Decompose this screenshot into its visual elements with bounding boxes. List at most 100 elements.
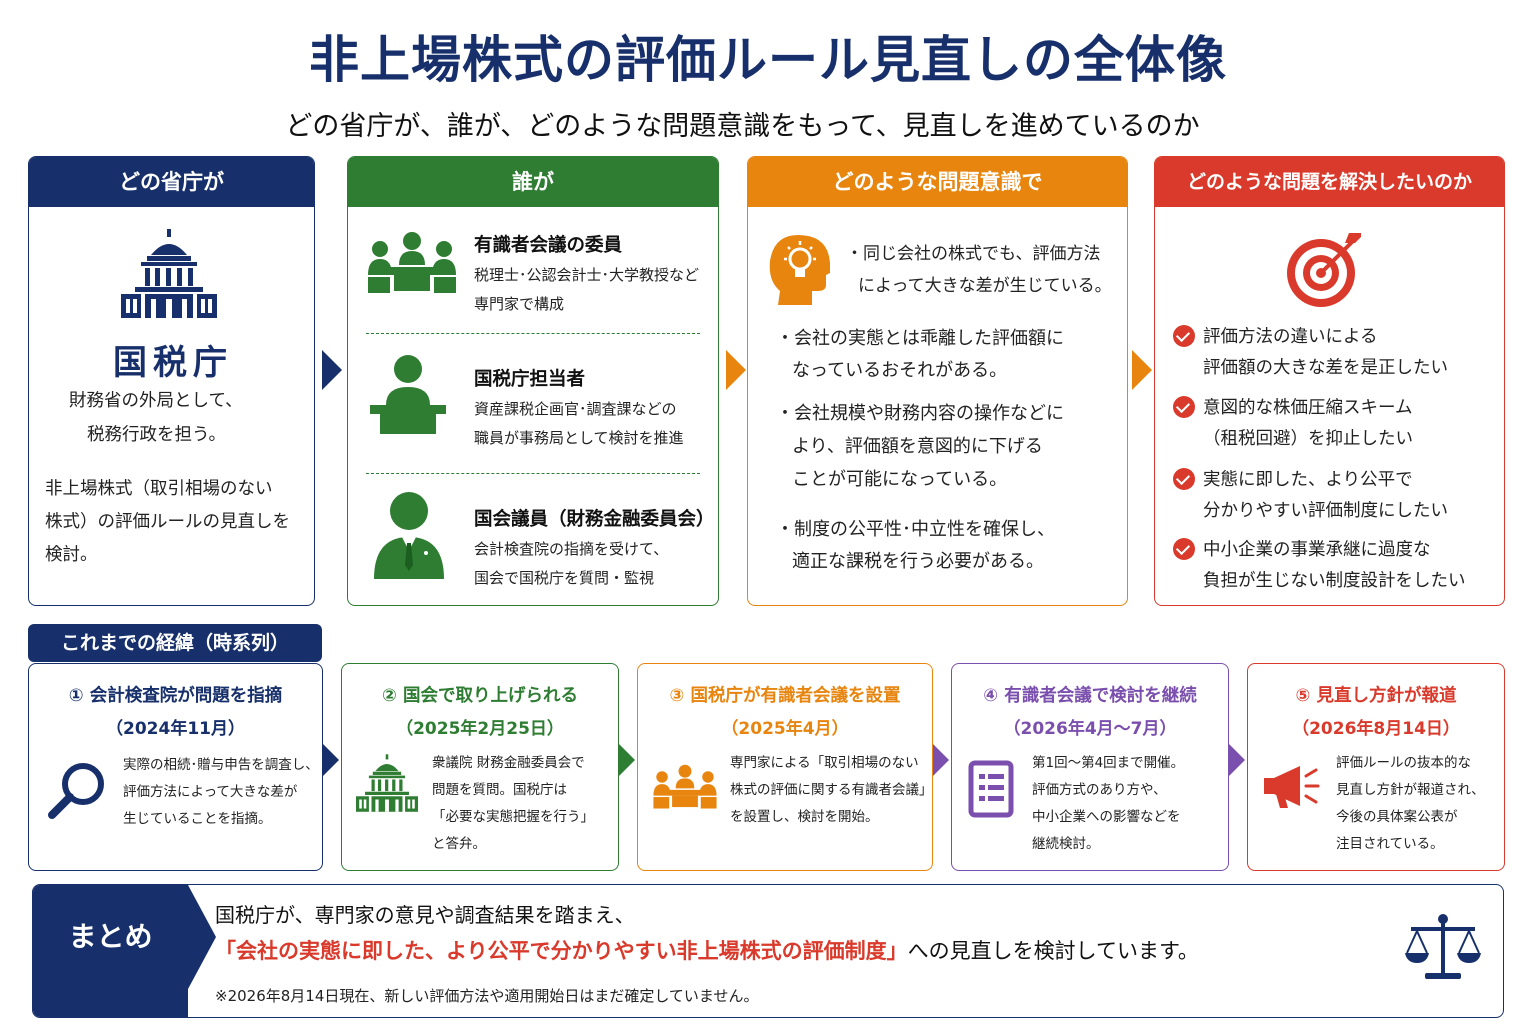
goal-text: 評価額の大きな差を是正したい (1203, 358, 1448, 378)
official-icon (370, 355, 446, 434)
agency-text-line2: 株式）の評価ルールの見直しを (45, 512, 290, 532)
timeline-label: これまでの経緯（時系列） (28, 624, 322, 662)
step-desc-line: 中小企業への影響などを (1032, 809, 1181, 825)
step-desc-line: 「必要な実態把握を行う」 (432, 809, 594, 825)
step-desc-line: 見直し方針が報道され、 (1336, 782, 1485, 798)
step-title: ① 会計検査院が問題を指摘 (68, 686, 283, 706)
issue-point-line: によって大きな差が生じている。 (858, 276, 1112, 296)
government-building-icon (121, 229, 217, 318)
divider (366, 333, 700, 334)
step-desc-line: 今後の具体案公表が (1336, 809, 1458, 825)
who-panel-header: 誰が (348, 157, 718, 207)
agency-text-line1: 非上場株式（取引相場のない (45, 479, 273, 499)
check-icon (1173, 468, 1195, 490)
step-desc-line: を設置し、検討を開始。 (730, 809, 879, 825)
issue-panel-header: どのような問題意識で (748, 157, 1127, 207)
timeline-step: ④ 有識者会議で検討を継続 （2026年4月～7月） 第1回～第4回まで開催。 … (951, 663, 1229, 871)
meeting-icon (653, 764, 717, 809)
megaphone-icon (1264, 766, 1320, 808)
step-desc-line: 衆議院 財務金融委員会で (432, 755, 585, 771)
issue-point-line: ・同じ会社の株式でも、評価方法 (846, 244, 1101, 264)
issue-point-line: ことが可能になっている。 (792, 469, 1008, 490)
arrow-right-icon (726, 350, 746, 390)
step-desc-line: 問題を質問。国税庁は (432, 782, 567, 798)
goal-panel-header: どのような問題を解決したいのか (1155, 157, 1504, 207)
who-item-desc: 専門家で構成 (474, 295, 565, 313)
summary-line2: 「会社の実態に即した、より公平で分かりやすい非上場株式の評価制度」への見直しを検… (215, 935, 1199, 965)
goal-panel: どのような問題を解決したいのか 評価方法の違いによる 評価額の大きな差を是正した… (1154, 156, 1505, 606)
page-subtitle: どの省庁が、誰が、どのような問題意識をもって、見直しを進めているのか (285, 111, 1200, 142)
check-icon (1173, 325, 1195, 347)
step-desc-line: 評価方法によって大きな差が (123, 784, 298, 800)
who-item-desc: 国会で国税庁を質問・監視 (474, 569, 655, 587)
step-date: （2026年8月14日） (1292, 719, 1460, 739)
issue-point-line: ・制度の公平性･中立性を確保し、 (776, 519, 1055, 540)
summary-note: ※2026年8月14日現在、新しい評価方法や適用開始日はまだ確定していません。 (215, 987, 759, 1005)
scales-icon (1405, 914, 1481, 979)
agency-desc-line1: 財務省の外局として、 (69, 391, 243, 411)
step-desc-line: 継続検討。 (1032, 836, 1100, 852)
step-desc-line: と答弁。 (432, 836, 486, 852)
arrow-right-icon (322, 350, 342, 390)
summary-line1: 国税庁が、専門家の意見や調査結果を踏まえ、 (215, 903, 635, 927)
summary-line2-rest: への見直しを検討しています。 (907, 939, 1199, 963)
issue-point-line: 適正な課税を行う必要がある。 (792, 551, 1044, 572)
check-icon (1173, 396, 1195, 418)
arrow-right-icon (1132, 350, 1152, 390)
arrow-right-icon (933, 744, 949, 776)
summary-arrow (188, 885, 216, 989)
agency-name: 国税庁 (113, 343, 233, 383)
agency-panel: どの省庁が 国税庁 財務省の外局として、 税務行政を担う。 非上場株式（取引相場… (28, 156, 315, 606)
who-item-title: 有識者会議の委員 (474, 235, 623, 256)
who-item: 国税庁担当者 資産課税企画官･調査課などの 職員が事務局として検討を推進 (348, 337, 718, 467)
check-icon (1173, 538, 1195, 560)
meeting-icon (368, 232, 456, 293)
politician-icon (374, 492, 444, 579)
who-item-desc: 資産課税企画官･調査課などの (474, 400, 677, 418)
issue-point-line: ・会社の実態とは乖離した評価額に (776, 328, 1064, 349)
step-title: ⑤ 見直し方針が報道 (1295, 686, 1457, 706)
magnifier-icon (48, 763, 104, 819)
step-desc-line: 株式の評価に関する有識者会議」 (730, 782, 933, 798)
summary-label: まとめ (33, 885, 188, 1017)
timeline-step: ② 国会で取り上げられる （2025年2月25日） 衆議院 財務金融委員会で 問… (341, 663, 619, 871)
summary-box: まとめ 国税庁が、専門家の意見や調査結果を踏まえ、 「会社の実態に即した、より公… (32, 884, 1504, 1018)
step-desc-line: 第1回～第4回まで開催。 (1032, 755, 1185, 771)
step-date: （2025年2月25日） (396, 719, 564, 739)
goal-text: （租税回避）を抑止したい (1203, 429, 1413, 449)
timeline-step: ③ 国税庁が有識者会議を設置 （2025年4月） 専門家による「取引相場のない … (637, 663, 933, 871)
step-date: （2026年4月～7月） (1003, 719, 1177, 739)
goal-text: 意図的な株価圧縮スキーム (1203, 398, 1413, 418)
step-desc-line: 評価方式のあり方や、 (1032, 782, 1167, 798)
arrow-right-icon (323, 744, 339, 776)
government-building-icon (356, 754, 418, 812)
arrow-right-icon (619, 744, 635, 776)
goal-text: 分かりやすい評価制度にしたい (1203, 501, 1448, 521)
who-item-title: 国税庁担当者 (474, 369, 586, 390)
step-desc-line: 生じていることを指摘。 (123, 811, 272, 827)
who-item: 有識者会議の委員 税理士･公認会計士･大学教授など 専門家で構成 (348, 207, 718, 337)
step-desc-line: 注目されている。 (1336, 836, 1444, 852)
issue-panel: どのような問題意識で ・同じ会社の株式でも、評価方法 によって大きな差が生じてい… (747, 156, 1128, 606)
who-item-desc: 税理士･公認会計士･大学教授など (474, 266, 700, 284)
lightbulb-head-icon (769, 235, 830, 305)
step-desc-line: 実際の相続･贈与申告を調査し、 (123, 757, 319, 773)
step-title: ③ 国税庁が有識者会議を設置 (669, 686, 901, 706)
step-date: （2025年4月） (721, 719, 849, 739)
issue-point-line: より、評価額を意図的に下げる (792, 436, 1043, 457)
arrow-right-icon (1229, 744, 1245, 776)
summary-highlight: 「会社の実態に即した、より公平で分かりやすい非上場株式の評価制度」 (215, 939, 908, 963)
step-desc-line: 専門家による「取引相場のない (730, 755, 919, 771)
document-icon (968, 760, 1014, 818)
step-title: ④ 有識者会議で検討を継続 (983, 686, 1197, 706)
step-date: （2024年11月） (106, 719, 245, 739)
who-item-desc: 会計検査院の指摘を受けて、 (474, 540, 669, 558)
issue-point-line: なっているおそれがある。 (792, 360, 1008, 381)
goal-text: 実態に即した、より公平で (1203, 470, 1413, 490)
goal-text: 評価方法の違いによる (1203, 327, 1378, 347)
timeline-step: ⑤ 見直し方針が報道 （2026年8月14日） 評価ルールの抜本的な 見直し方針… (1247, 663, 1505, 871)
timeline-step: ① 会計検査院が問題を指摘 （2024年11月） 実際の相続･贈与申告を調査し、… (28, 663, 323, 871)
who-panel: 誰が 有識者会議の委員 税理士･公認会計士･大学教授など 専門家で構成 国税庁担… (347, 156, 719, 606)
goal-text: 負担が生じない制度設計をしたい (1203, 571, 1466, 591)
step-title: ② 国会で取り上げられる (382, 686, 578, 706)
